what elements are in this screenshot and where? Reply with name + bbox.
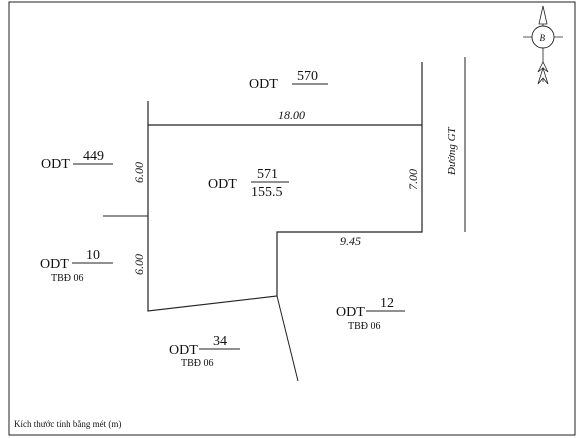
dimension-step: 9.45	[340, 234, 361, 248]
svg-text:ODT: ODT	[41, 157, 70, 172]
parcel-571-boundary	[147, 62, 423, 312]
svg-text:B: B	[540, 33, 546, 43]
svg-text:571: 571	[257, 167, 278, 182]
parcel-10-label: ODT 10 TBĐ 06	[40, 248, 113, 284]
svg-text:TBĐ 06: TBĐ 06	[51, 273, 84, 284]
svg-text:TBĐ 06: TBĐ 06	[348, 321, 381, 332]
dimension-top: 18.00	[278, 108, 305, 122]
footnote: Kích thước tính bằng mét (m)	[14, 419, 121, 429]
parcel-570-label: ODT 570	[249, 69, 328, 92]
parcel-449-label: ODT 449	[41, 149, 113, 172]
svg-text:12: 12	[380, 296, 394, 311]
road-label: Đường GT	[446, 126, 458, 176]
map-frame	[8, 1, 576, 436]
parcel-12-label: ODT 12 TBĐ 06	[336, 296, 405, 332]
parcel-34-label: ODT 34 TBĐ 06	[169, 334, 240, 369]
svg-text:570: 570	[297, 69, 318, 84]
north-arrow-icon: B	[523, 5, 563, 85]
svg-text:ODT: ODT	[208, 177, 237, 192]
svg-text:449: 449	[83, 149, 104, 164]
svg-text:ODT: ODT	[249, 77, 278, 92]
dimension-left-lower: 6.00	[132, 254, 146, 275]
boundary-12-34	[276, 295, 299, 382]
svg-text:TBĐ 06: TBĐ 06	[181, 358, 214, 369]
svg-text:155.5: 155.5	[251, 185, 283, 200]
dimension-left-upper: 6.00	[132, 162, 146, 183]
parcel-571-label: ODT 571 155.5	[208, 167, 289, 200]
svg-text:34: 34	[213, 334, 227, 349]
svg-text:ODT: ODT	[169, 343, 198, 358]
dimension-right: 7.00	[406, 169, 420, 190]
svg-text:10: 10	[86, 248, 100, 263]
svg-text:ODT: ODT	[40, 257, 69, 272]
svg-text:ODT: ODT	[336, 305, 365, 320]
